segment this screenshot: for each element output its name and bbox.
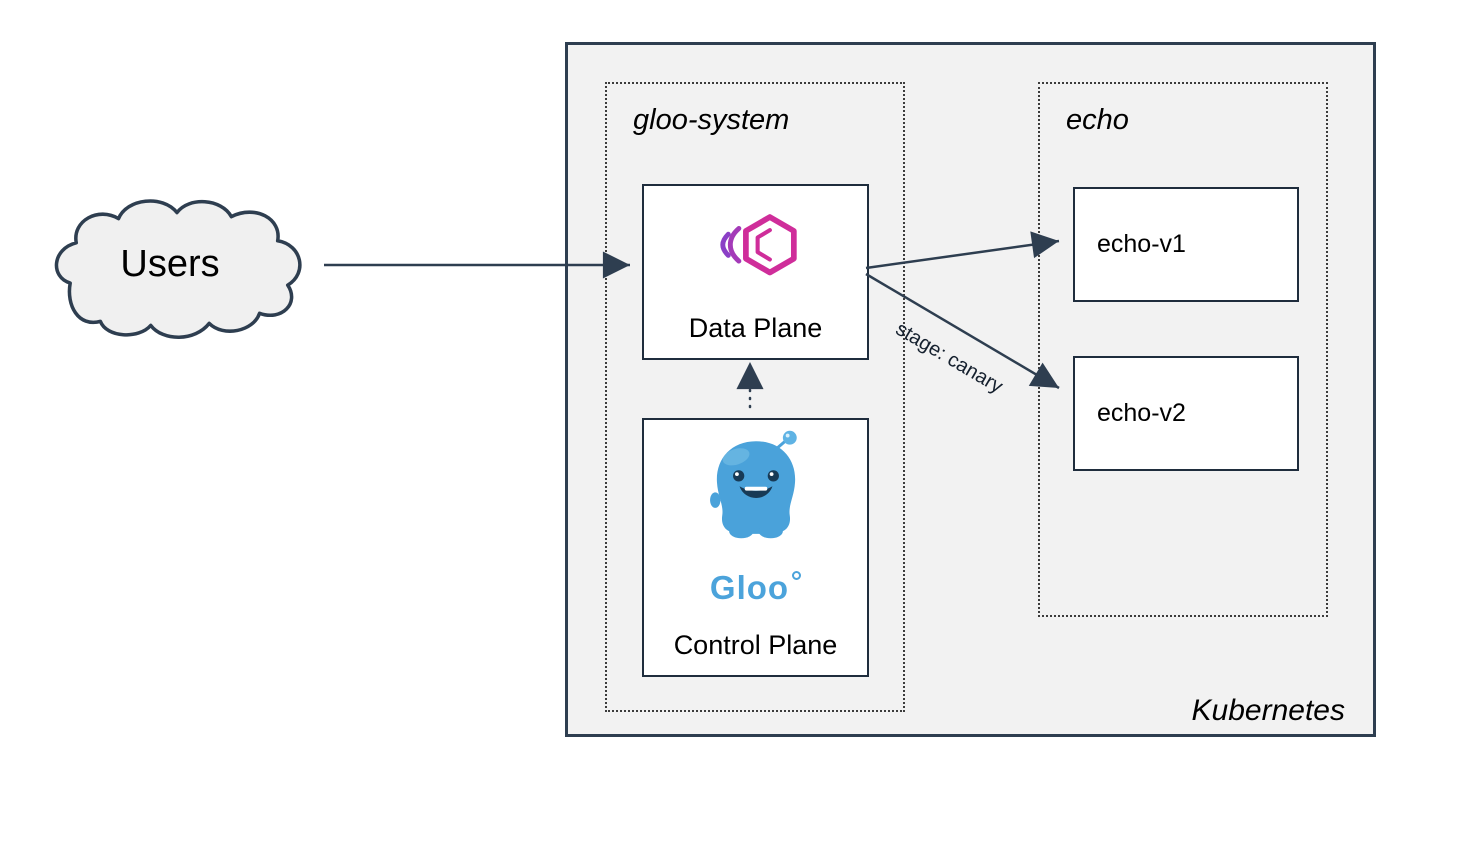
users-label: Users xyxy=(120,243,220,285)
mascot-eye-right-shine xyxy=(769,472,774,477)
kubernetes-label: Kubernetes xyxy=(1191,694,1345,727)
namespace-gloo-system: gloo-system Data Plane xyxy=(605,82,905,712)
gloo-gateway-icon xyxy=(719,214,797,276)
gloo-logo-text: Gloo xyxy=(709,569,790,606)
mascot-eye-right xyxy=(767,470,779,482)
mascot-highlight xyxy=(722,448,749,466)
data-plane-label: Data Plane xyxy=(688,313,823,343)
mascot-foot-left xyxy=(728,524,753,539)
node-control-plane: Gloo Control Plane xyxy=(642,418,869,677)
gateway-wave-outer xyxy=(727,226,741,264)
gateway-wave-inner xyxy=(719,231,731,258)
cloud-shape xyxy=(54,199,302,339)
mascot-mouth xyxy=(739,486,772,498)
mascot-drip xyxy=(709,492,720,508)
gloo-logo-wordmark: Gloo xyxy=(709,569,802,607)
mascot-teeth xyxy=(744,486,767,491)
kubernetes-cluster: gloo-system Data Plane xyxy=(565,42,1376,737)
echo-v1-label: echo-v1 xyxy=(1097,230,1186,258)
namespace-echo: echo echo-v1 echo-v2 xyxy=(1038,82,1328,617)
mascot-foot-right xyxy=(758,524,783,539)
node-data-plane: Data Plane xyxy=(642,184,869,360)
gateway-hexagon xyxy=(742,214,797,276)
namespace-gloo-system-label: gloo-system xyxy=(633,104,790,136)
gloo-logo-bubble xyxy=(792,571,802,580)
mascot-eye-left-shine xyxy=(734,472,739,477)
namespace-echo-label: echo xyxy=(1066,104,1129,136)
gloo-mascot-icon xyxy=(709,430,797,539)
node-echo-v2: echo-v2 xyxy=(1073,356,1299,471)
users-cloud-icon xyxy=(54,199,302,339)
control-plane-label: Control Plane xyxy=(673,630,838,660)
mascot-antenna-shine xyxy=(785,433,790,438)
gateway-inner-edge xyxy=(755,228,772,262)
mascot-antenna-ball xyxy=(782,430,797,445)
node-echo-v1: echo-v1 xyxy=(1073,187,1299,302)
echo-v2-label: echo-v2 xyxy=(1097,399,1186,427)
mascot-eye-left xyxy=(732,470,744,482)
